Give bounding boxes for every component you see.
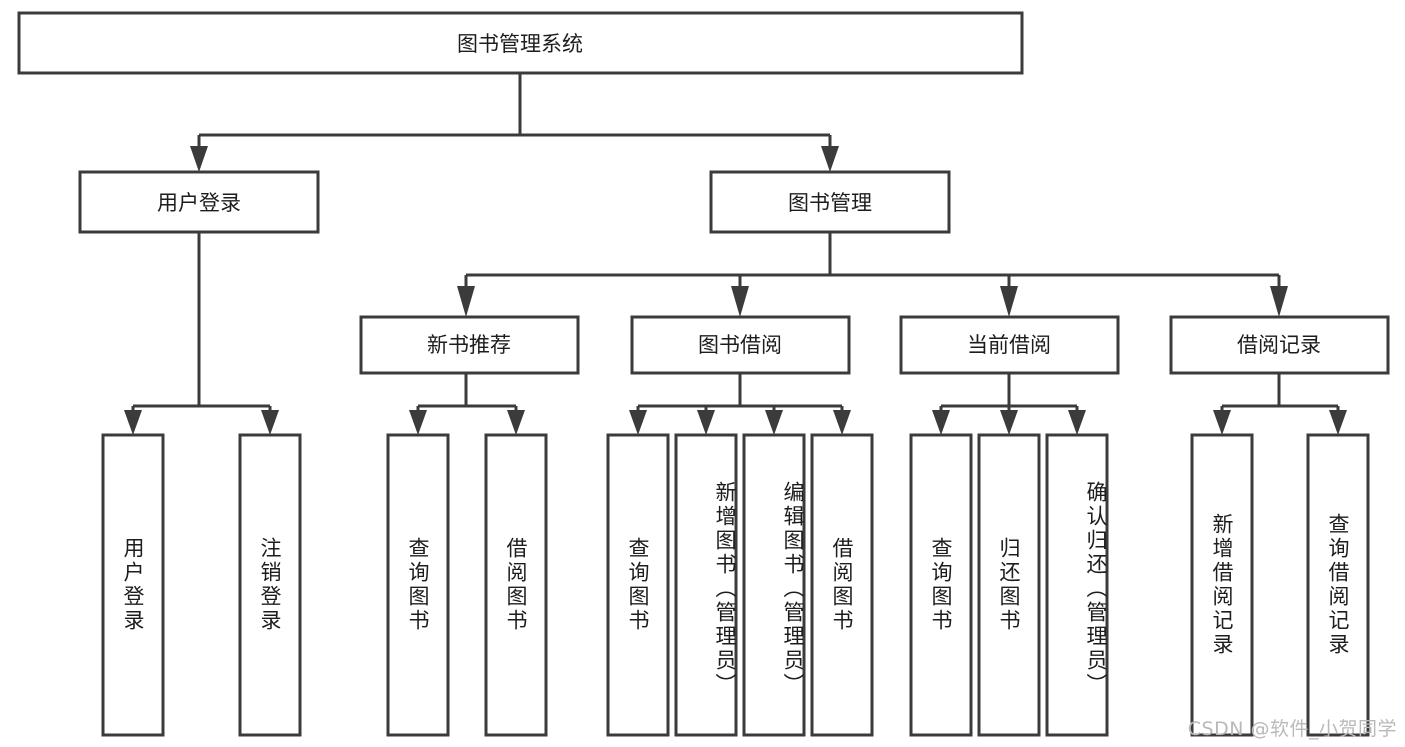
leaf-label-br-query-record: 查询借阅记录 (1326, 513, 1351, 657)
leaf-label-bb-add-book: 新增图书（管理员） (713, 481, 737, 697)
arrow-head-cb-leaf-3 (1068, 410, 1086, 435)
leaf-box-cb-return-book[interactable] (977, 433, 1041, 737)
arrow-head-book-borrow (731, 286, 749, 317)
arrow-head-br-leaf-1 (1213, 410, 1231, 435)
node-book-manage-box[interactable] (709, 170, 951, 234)
node-current-borrow[interactable]: 当前借阅 (899, 315, 1120, 375)
node-book-manage-label: 图书管理 (788, 191, 872, 215)
leaf-label-logout: 注销登录 (258, 537, 283, 633)
arrow-head-nb-leaf-2 (507, 410, 525, 435)
arrow-head-br-leaf-2 (1329, 410, 1347, 435)
leaf-label-nb-query-book: 查询图书 (406, 537, 431, 633)
node-new-book-recommend-label: 新书推荐 (427, 333, 511, 357)
arrow-head-nb-leaf-1 (409, 410, 427, 435)
arrow-head-cb-leaf-2 (1000, 410, 1018, 435)
node-user-login-box[interactable] (78, 170, 320, 234)
connector-group-book-manage (457, 232, 1288, 317)
node-book-borrow-label: 图书借阅 (698, 333, 782, 357)
watermark-text: CSDN @软件_小贺同学 (1187, 718, 1397, 740)
arrow-head-new-book (457, 286, 475, 317)
arrow-head-leaf-logout (261, 410, 279, 435)
leaf-label-br-add-record: 新增借阅记录 (1210, 513, 1235, 657)
leaf-label-bb-borrow-book: 借阅图书 (830, 537, 855, 633)
node-user-login[interactable]: 用户登录 (78, 170, 320, 234)
leaf-label-bb-edit-book: 编辑图书（管理员） (781, 481, 805, 697)
leaf-box-cb-query-book[interactable] (909, 433, 973, 737)
node-new-book-recommend[interactable]: 新书推荐 (359, 315, 580, 375)
connector-group-book-borrow (629, 373, 851, 435)
leaf-box-nb-query-book[interactable] (386, 433, 450, 737)
arrow-head-bb-leaf-2 (697, 410, 715, 435)
connector-group-new-book (409, 373, 525, 435)
node-user-login-label: 用户登录 (157, 191, 241, 215)
leaf-label-cb-query-book: 查询图书 (929, 537, 954, 633)
connector-group-borrow-record (1213, 373, 1347, 435)
node-borrow-record-label: 借阅记录 (1237, 333, 1321, 357)
node-root-box[interactable] (17, 11, 1024, 75)
leaf-box-bb-borrow-book[interactable] (810, 433, 874, 737)
leaf-box-br-add-record[interactable] (1190, 433, 1254, 737)
node-new-book-recommend-box[interactable] (359, 315, 580, 375)
node-current-borrow-box[interactable] (899, 315, 1120, 375)
arrow-head-leaf-user-login (124, 410, 142, 435)
leaf-box-br-query-record[interactable] (1306, 433, 1370, 737)
leaf-box-nb-borrow-book[interactable] (484, 433, 548, 737)
leaf-label-nb-borrow-book: 借阅图书 (504, 537, 529, 633)
arrow-head-bb-leaf-3 (765, 410, 783, 435)
connector-group-current-borrow (932, 373, 1086, 435)
connector-group-user-login (124, 232, 279, 435)
leaf-box-bb-edit-book[interactable] (742, 433, 806, 737)
node-current-borrow-label: 当前借阅 (967, 333, 1051, 357)
arrow-head-book-manage (821, 146, 839, 172)
arrow-head-cb-leaf-1 (932, 410, 950, 435)
arrow-head-user-login (190, 146, 208, 172)
node-borrow-record[interactable]: 借阅记录 (1169, 315, 1390, 375)
arrow-head-bb-leaf-4 (833, 410, 851, 435)
arrow-head-bb-leaf-1 (629, 410, 647, 435)
leaf-box-logout[interactable] (238, 433, 302, 737)
node-book-borrow-box[interactable] (630, 315, 851, 375)
node-book-borrow[interactable]: 图书借阅 (630, 315, 851, 375)
leaf-box-user-login[interactable] (101, 433, 165, 737)
leaf-box-bb-query-book[interactable] (606, 433, 670, 737)
arrow-head-borrow-record (1270, 286, 1288, 317)
leaf-label-cb-return-book: 归还图书 (997, 537, 1022, 633)
leaf-label-cb-confirm-return: 确认归还（管理员） (1084, 481, 1108, 697)
node-book-manage[interactable]: 图书管理 (709, 170, 951, 234)
leaf-box-cb-confirm-return[interactable] (1045, 433, 1109, 737)
leaf-label-user-login: 用户登录 (121, 537, 146, 633)
node-root-label: 图书管理系统 (457, 32, 583, 56)
node-root[interactable]: 图书管理系统 (17, 11, 1024, 75)
node-borrow-record-box[interactable] (1169, 315, 1390, 375)
leaf-label-bb-query-book: 查询图书 (626, 537, 651, 633)
arrow-head-current-borrow (1000, 286, 1018, 317)
leaf-box-bb-add-book[interactable] (674, 433, 738, 737)
connector-group-root (190, 73, 839, 172)
leaf-boxes (101, 433, 1370, 737)
